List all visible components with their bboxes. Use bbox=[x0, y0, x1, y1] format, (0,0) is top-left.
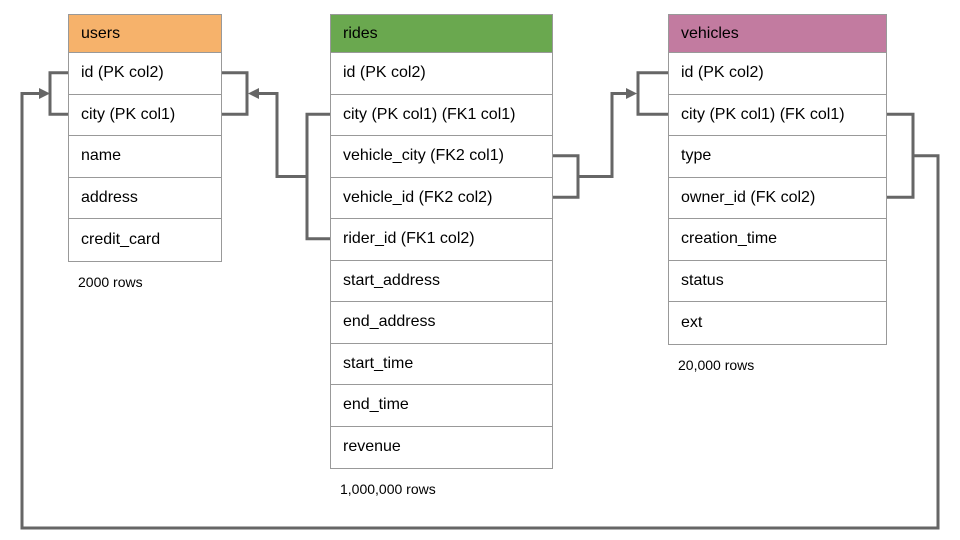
table-vehicles: vehicles id (PK col2) city (PK col1) (FK… bbox=[668, 14, 887, 373]
users-row-count: 2000 rows bbox=[78, 273, 143, 290]
table-users: users id (PK col2) city (PK col1) name a… bbox=[68, 14, 222, 290]
bracket-rides-left bbox=[305, 112, 330, 241]
table-rides: rides id (PK col2) city (PK col1) (FK1 c… bbox=[330, 14, 553, 497]
connector-rides-to-users bbox=[259, 92, 307, 178]
rides-row-count: 1,000,000 rows bbox=[340, 481, 436, 497]
bracket-vehicles-left bbox=[636, 71, 668, 116]
table-row: revenue bbox=[331, 426, 552, 468]
table-row: start_address bbox=[331, 260, 552, 302]
table-row: rider_id (FK1 col2) bbox=[331, 219, 552, 261]
table-vehicles-header: vehicles bbox=[669, 15, 886, 53]
table-row: name bbox=[69, 136, 221, 178]
table-row: creation_time bbox=[669, 219, 886, 261]
table-row: credit_card bbox=[69, 219, 221, 261]
table-rides-header: rides bbox=[331, 15, 552, 53]
table-row: vehicle_id (FK2 col2) bbox=[331, 177, 552, 219]
connector-rides-to-vehicles bbox=[578, 92, 626, 178]
table-row: city (PK col1) (FK1 col1) bbox=[331, 94, 552, 136]
table-row: id (PK col2) bbox=[331, 53, 552, 95]
bracket-rides-right bbox=[553, 154, 580, 199]
arrowhead-icon bbox=[626, 88, 637, 99]
table-row: status bbox=[669, 260, 886, 302]
vehicles-row-count: 20,000 rows bbox=[678, 356, 755, 373]
table-row: vehicle_city (FK2 col1) bbox=[331, 136, 552, 178]
bracket-vehicles-right bbox=[887, 112, 915, 199]
table-row: end_address bbox=[331, 302, 552, 344]
table-row: id (PK col2) bbox=[669, 53, 886, 95]
bracket-users-left bbox=[48, 71, 68, 116]
arrowhead-icon bbox=[39, 88, 50, 99]
table-row: id (PK col2) bbox=[69, 53, 221, 95]
table-users-header: users bbox=[69, 15, 221, 53]
table-row: address bbox=[69, 177, 221, 219]
table-row: city (PK col1) bbox=[69, 94, 221, 136]
table-row: city (PK col1) (FK col1) bbox=[669, 94, 886, 136]
table-row: start_time bbox=[331, 343, 552, 385]
arrowhead-icon bbox=[248, 88, 259, 99]
table-row: end_time bbox=[331, 385, 552, 427]
bracket-users-right bbox=[222, 71, 249, 116]
table-row: ext bbox=[669, 302, 886, 344]
table-row: owner_id (FK col2) bbox=[669, 177, 886, 219]
table-row: type bbox=[669, 136, 886, 178]
